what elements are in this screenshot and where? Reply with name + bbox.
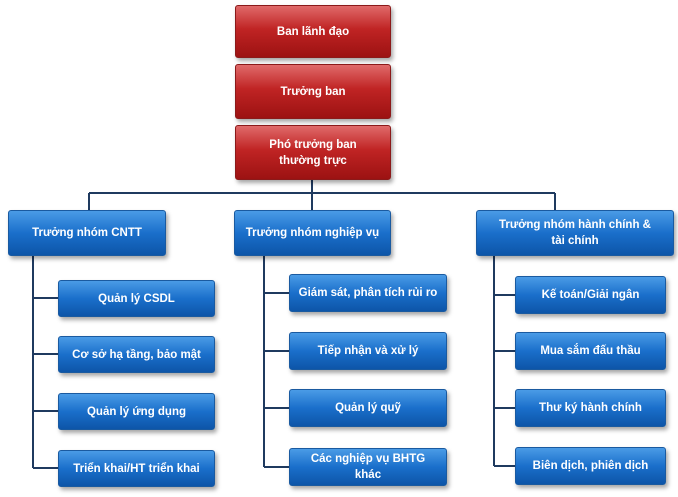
deputy-box: Phó trưởng ban thường trực <box>235 125 391 180</box>
list-item-label: Tiếp nhận và xử lý <box>317 345 419 357</box>
list-item-label: Cơ sở hạ tầng, bảo mật <box>72 348 201 361</box>
list-item-label: Mua sắm đấu thầu <box>540 345 641 357</box>
list-item-label: Biên dịch, phiên dịch <box>532 460 649 472</box>
list-item-label: Quản lý ứng dụng <box>86 405 187 418</box>
board-box: Ban lãnh đạo <box>235 5 391 58</box>
list-item-label: Thư ký hành chính <box>539 402 642 414</box>
list-item-label: Kế toán/Giải ngân <box>541 289 640 301</box>
group-title-label: Trưởng nhóm CNTT <box>32 227 142 239</box>
list-item: Triển khai/HT triển khai <box>58 450 215 487</box>
list-item-label: Giám sát, phân tích rủi ro <box>298 287 438 299</box>
list-item-label: Các nghiệp vụ BHTG khác <box>310 453 426 481</box>
list-item: Các nghiệp vụ BHTG khác <box>289 448 447 486</box>
list-item: Thư ký hành chính <box>515 389 666 427</box>
group-title-business: Trưởng nhóm nghiệp vụ <box>234 210 391 256</box>
group-title-label: Trưởng nhóm hành chính & tài chính <box>499 219 651 247</box>
list-item: Giám sát, phân tích rủi ro <box>289 274 447 312</box>
list-item: Quản lý quỹ <box>289 389 447 427</box>
board-label: Ban lãnh đạo <box>276 25 350 38</box>
deputy-label: Phó trưởng ban thường trực <box>269 138 357 167</box>
list-item: Quản lý CSDL <box>58 280 215 317</box>
list-item-label: Quản lý quỹ <box>335 402 401 414</box>
list-item: Kế toán/Giải ngân <box>515 276 666 314</box>
list-item: Cơ sở hạ tầng, bảo mật <box>58 336 215 373</box>
group-title-label: Trưởng nhóm nghiệp vụ <box>245 227 380 239</box>
group-title-it: Trưởng nhóm CNTT <box>8 210 166 256</box>
group-title-admin-finance: Trưởng nhóm hành chính & tài chính <box>476 210 674 256</box>
list-item-label: Triển khai/HT triển khai <box>73 462 200 475</box>
list-item: Biên dịch, phiên dịch <box>515 447 666 485</box>
list-item: Quản lý ứng dụng <box>58 393 215 430</box>
head-label: Trưởng ban <box>280 85 346 98</box>
list-item-label: Quản lý CSDL <box>98 292 175 305</box>
list-item: Mua sắm đấu thầu <box>515 332 666 370</box>
head-box: Trưởng ban <box>235 64 391 119</box>
list-item: Tiếp nhận và xử lý <box>289 332 447 370</box>
